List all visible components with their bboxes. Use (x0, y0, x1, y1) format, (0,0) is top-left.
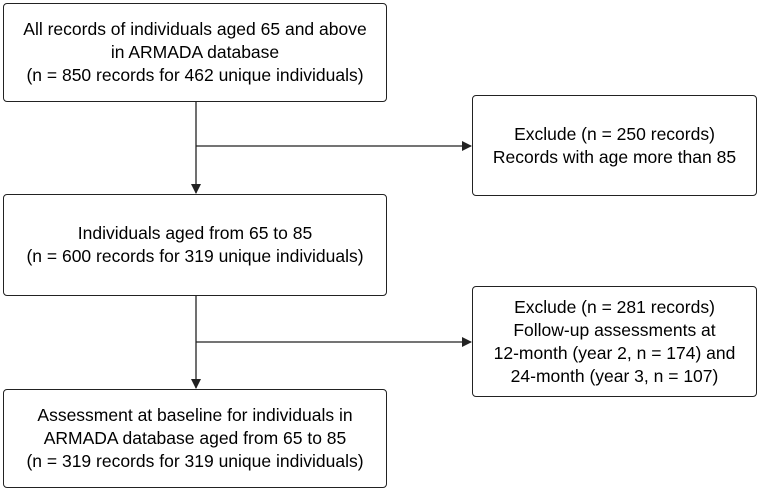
box-line: in ARMADA database (110, 42, 280, 62)
exclude-followup-box: Exclude (n = 281 records) Follow-up asse… (472, 286, 757, 397)
box-line: Exclude (n = 250 records) (514, 123, 715, 144)
box-line: (n = 319 records for 319 unique individu… (26, 451, 364, 471)
box-line: ARMADA database aged from 65 to 85 (43, 428, 347, 448)
all-records-box: All records of individuals aged 65 and a… (3, 3, 387, 102)
box-line: Assessment at baseline for individuals i… (37, 405, 353, 425)
box-line: All records of individuals aged 65 and a… (23, 19, 367, 39)
box-line: 24-month (year 3, n = 107) (510, 365, 719, 386)
baseline-assessment-box: Assessment at baseline for individuals i… (3, 389, 387, 488)
box-line: (n = 850 records for 462 unique individu… (26, 65, 364, 85)
aged-65-85-box: Individuals aged from 65 to 85 (n = 600 … (3, 194, 387, 296)
box-line: Exclude (n = 281 records) (514, 296, 715, 317)
box-line: Individuals aged from 65 to 85 (77, 223, 313, 243)
box-line: Records with age more than 85 (492, 146, 737, 167)
box-line: (n = 600 records for 319 unique individu… (26, 246, 364, 266)
box-line: 12-month (year 2, n = 174) and (493, 342, 736, 363)
exclude-age-box: Exclude (n = 250 records) Records with a… (472, 95, 757, 196)
box-line: Follow-up assessments at (513, 319, 716, 340)
